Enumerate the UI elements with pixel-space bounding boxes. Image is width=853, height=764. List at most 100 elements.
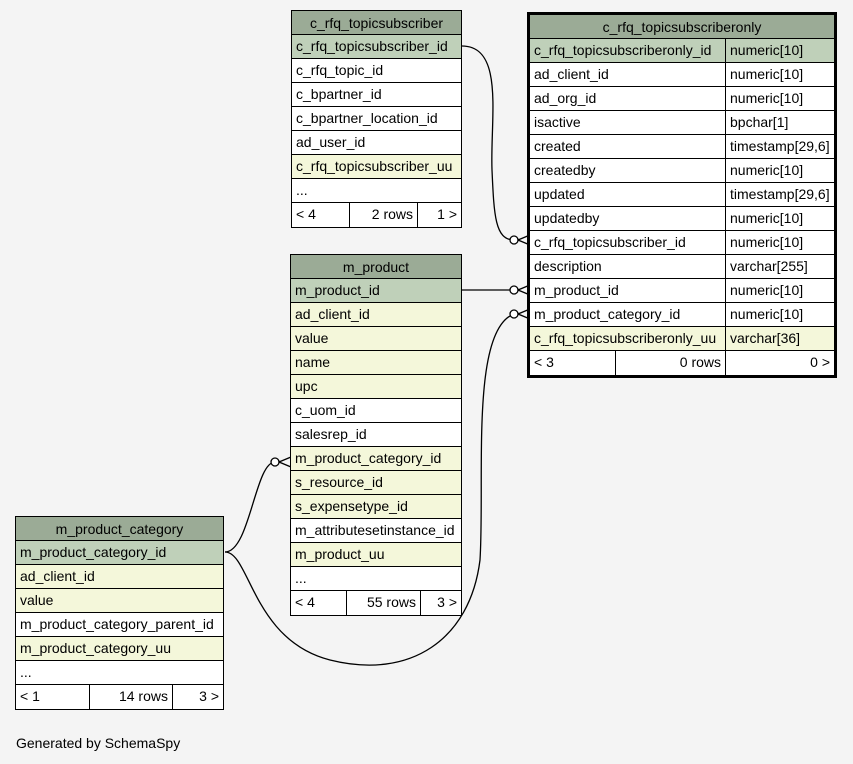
column-type: numeric[10] — [730, 90, 804, 106]
column-type: timestamp[29,6] — [730, 138, 830, 154]
column-name: value — [295, 330, 329, 346]
column-row[interactable]: c_rfq_topicsubscriber_id — [292, 35, 461, 59]
parents-count[interactable]: < 1 — [16, 685, 90, 709]
column-row[interactable]: c_rfq_topic_id — [292, 59, 461, 83]
table-title[interactable]: m_product — [291, 255, 461, 279]
column-row[interactable]: c_bpartner_location_id — [292, 107, 461, 131]
column-name: m_product_id — [530, 279, 726, 302]
column-name: description — [530, 255, 726, 278]
children-count[interactable]: 0 > — [810, 354, 830, 370]
column-row[interactable]: ... — [16, 661, 223, 685]
row-count: 14 rows — [90, 685, 173, 709]
column-type: bpchar[1] — [730, 114, 789, 130]
table-footer: < 1 14 rows 3 > — [16, 685, 223, 709]
column-name: c_uom_id — [295, 402, 356, 418]
column-name: s_expensetype_id — [295, 498, 408, 514]
column-row[interactable]: name — [291, 351, 461, 375]
crow-foot-circle — [509, 285, 519, 295]
column-row[interactable]: c_rfq_topicsubscriber_uu — [292, 155, 461, 179]
column-row[interactable]: value — [291, 327, 461, 351]
children-count[interactable]: 3 > — [199, 688, 219, 704]
crow-foot — [278, 456, 292, 468]
table-m_product_category[interactable]: m_product_category m_product_category_id… — [15, 516, 224, 710]
column-row[interactable]: ... — [291, 567, 461, 591]
column-row[interactable]: c_bpartner_id — [292, 83, 461, 107]
column-name: m_product_category_uu — [20, 640, 171, 656]
table-c_rfq_topicsubscriber[interactable]: c_rfq_topicsubscriber c_rfq_topicsubscri… — [291, 10, 462, 228]
column-name: c_rfq_topicsubscriberonly_uu — [530, 327, 726, 350]
column-name: m_attributesetinstance_id — [295, 522, 455, 538]
column-name: value — [20, 592, 54, 608]
column-row[interactable]: ad_client_id — [291, 303, 461, 327]
table-title[interactable]: c_rfq_topicsubscriber — [292, 11, 461, 35]
row-count: 0 rows — [616, 351, 726, 375]
column-name: m_product_uu — [295, 546, 385, 562]
column-row[interactable]: m_attributesetinstance_id — [291, 519, 461, 543]
column-type: numeric[10] — [730, 234, 804, 250]
column-type: varchar[255] — [730, 258, 808, 274]
row-count: 2 rows — [350, 203, 418, 227]
column-name: s_resource_id — [295, 474, 383, 490]
row-count: 55 rows — [347, 591, 421, 615]
column-name: c_rfq_topicsubscriber_uu — [296, 158, 453, 174]
children-count[interactable]: 1 > — [437, 206, 457, 222]
column-row[interactable]: ... — [292, 179, 461, 203]
parents-count[interactable]: < 4 — [291, 591, 347, 615]
children-count[interactable]: 3 > — [437, 594, 457, 610]
column-name: upc — [295, 378, 318, 394]
column-name: m_product_category_id — [530, 303, 726, 326]
column-name: salesrep_id — [295, 426, 367, 442]
column-name: ad_client_id — [295, 306, 370, 322]
crow-foot-circle — [509, 235, 519, 245]
column-row[interactable]: m_product_category_id — [291, 447, 461, 471]
column-name: ... — [20, 664, 32, 680]
column-name: ad_client_id — [530, 63, 726, 86]
column-row[interactable]: m_product_uu — [291, 543, 461, 567]
column-row[interactable]: upc — [291, 375, 461, 399]
column-row[interactable]: s_expensetype_id — [291, 495, 461, 519]
edge-category-to-subscriberonly — [224, 313, 515, 666]
column-row[interactable]: m_product_category_id — [16, 541, 223, 565]
column-type: timestamp[29,6] — [730, 186, 830, 202]
parents-count[interactable]: < 3 — [530, 351, 616, 375]
table-title[interactable]: c_rfq_topicsubscriberonly — [530, 15, 834, 39]
parents-count[interactable]: < 4 — [292, 203, 350, 227]
column-row[interactable]: c_uom_id — [291, 399, 461, 423]
column-row[interactable]: value — [16, 589, 223, 613]
edge-category-to-product — [224, 461, 276, 553]
column-row[interactable]: salesrep_id — [291, 423, 461, 447]
column-name: c_rfq_topic_id — [296, 62, 384, 78]
column-name: c_rfq_topicsubscriber_id — [296, 38, 448, 54]
column-row[interactable]: ad_client_id — [16, 565, 223, 589]
column-name: ... — [295, 570, 307, 586]
column-name: ad_user_id — [296, 134, 366, 150]
column-row[interactable]: m_product_category_uu — [16, 637, 223, 661]
table-footer: < 4 55 rows 3 > — [291, 591, 461, 615]
column-name: ad_org_id — [530, 87, 726, 110]
table-c_rfq_topicsubscriberonly[interactable]: c_rfq_topicsubscriberonly c_rfq_topicsub… — [527, 12, 837, 378]
column-name: name — [295, 354, 331, 370]
column-type: numeric[10] — [730, 42, 804, 58]
table-title[interactable]: m_product_category — [16, 517, 223, 541]
column-name: created — [530, 135, 726, 158]
column-row[interactable]: s_resource_id — [291, 471, 461, 495]
column-row[interactable]: ad_user_id — [292, 131, 461, 155]
column-row[interactable]: m_product_category_parent_id — [16, 613, 223, 637]
table-footer: < 3 0 rows 0 > — [530, 351, 834, 375]
column-row[interactable]: m_product_id — [291, 279, 461, 303]
